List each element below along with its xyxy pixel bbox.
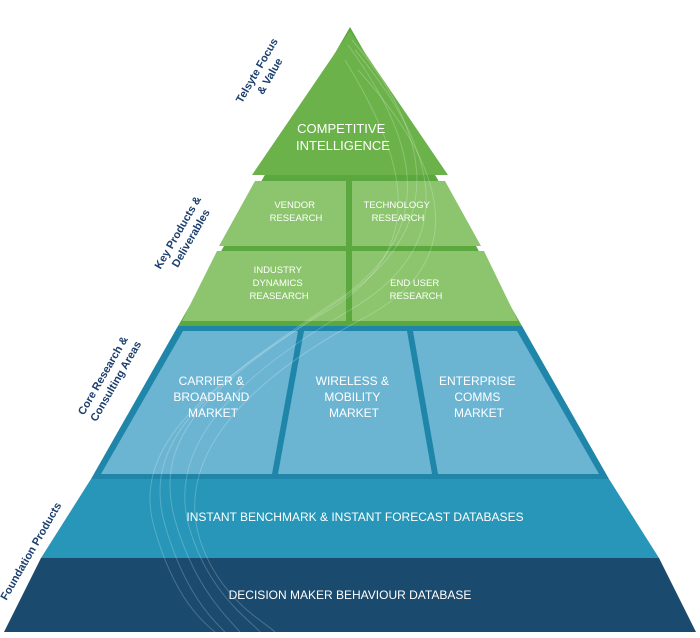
svg-text:END USER RESEARCH: END USER RESEARCH — [390, 278, 443, 302]
apex-line-2: INTELLIGENCE — [296, 138, 390, 153]
tier-instant-band — [41, 479, 659, 558]
vendor-line-2: RESEARCH — [270, 213, 323, 224]
industry-box — [182, 251, 346, 321]
carrier-box — [101, 331, 298, 474]
enterprise-line-3: MARKET — [454, 406, 505, 420]
svg-text:ENTERPRISE COMMS MARKE: ENTERPRISE COMMS MARKET — [439, 374, 519, 420]
enterprise-line-2: COMMS — [454, 390, 500, 404]
carrier-line-2: BROADBAND — [173, 390, 249, 404]
industry-line-2: DYNAMICS — [253, 278, 303, 289]
industry-line-3: REASEARCH — [249, 291, 308, 302]
decorative-ribbon — [149, 39, 437, 633]
carrier-line-3: MARKET — [188, 406, 239, 420]
decision-label: DECISION MAKER BEHAVIOUR DATABASE — [229, 588, 472, 602]
tier-decision-band — [4, 558, 696, 632]
svg-text:CARRIER & BROADBAND MA: CARRIER & BROADBAND MARKET — [173, 374, 252, 420]
svg-text:WIRELESS & MOBILITY MA: WIRELESS & MOBILITY MARKET — [316, 374, 393, 420]
wireless-line-2: MOBILITY — [324, 390, 380, 404]
enduser-line-2: RESEARCH — [390, 291, 443, 302]
apex-triangle — [252, 31, 448, 175]
wireless-line-1: WIRELESS & — [316, 374, 389, 388]
technology-box — [352, 181, 481, 246]
svg-text:VENDOR RESEARCH: VENDOR RESEARCH — [270, 200, 323, 224]
instant-label: INSTANT BENCHMARK & INSTANT FORECAST DAT… — [186, 510, 523, 524]
vendor-line-1: VENDOR — [274, 200, 315, 211]
svg-text:TECHNOLOGY RESEARCH: TECHNOLOGY RESEARCH — [364, 200, 433, 224]
technology-line-2: RESEARCH — [372, 213, 425, 224]
technology-line-1: TECHNOLOGY — [364, 200, 431, 211]
svg-text:COMPETITIVE INTELLIGENCE: COMPETITIVE INTELLIGENCE — [296, 121, 390, 153]
enduser-box — [352, 251, 518, 321]
carrier-line-1: CARRIER & — [179, 374, 244, 388]
industry-line-1: INDUSTRY — [254, 265, 303, 276]
svg-text:INDUSTRY DYNAMICS REAS: INDUSTRY DYNAMICS REASEARCH — [249, 265, 308, 302]
apex-line-1: COMPETITIVE — [297, 121, 385, 136]
enterprise-box — [413, 331, 599, 474]
enterprise-line-1: ENTERPRISE — [439, 374, 516, 388]
vendor-box — [219, 181, 346, 246]
enduser-line-1: END USER — [390, 278, 439, 289]
wireless-box — [278, 331, 432, 474]
side-label-products: Key Products & Deliverables — [153, 192, 218, 279]
side-label-focus: Telsyte Focus & Value — [234, 34, 294, 112]
wireless-line-3: MARKET — [329, 406, 380, 420]
